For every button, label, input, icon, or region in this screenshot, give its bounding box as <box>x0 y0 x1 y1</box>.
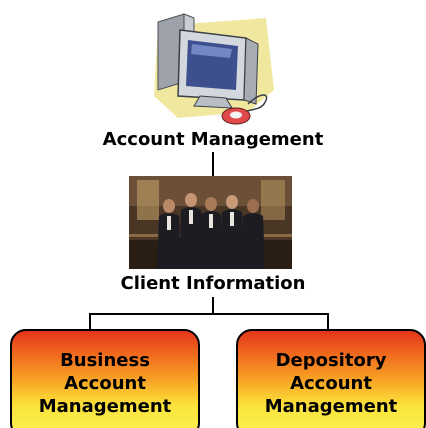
account-management-label: Account Management <box>102 129 324 150</box>
connector-line <box>89 313 91 330</box>
box-label: Depository Account Management <box>238 349 424 418</box>
connector-line <box>212 297 214 314</box>
depository-account-management-box: Depository Account Management <box>236 329 426 428</box>
connector-line <box>212 152 214 176</box>
box-label-line: Management <box>264 396 398 417</box>
business-team-photo <box>129 176 292 269</box>
box-label-line: Depository <box>275 350 387 371</box>
business-account-management-box: Business Account Management <box>10 329 200 428</box>
box-label: Business Account Management <box>12 349 198 418</box>
connector-line <box>327 313 329 330</box>
client-information-label: Client Information <box>120 273 306 294</box>
box-label-line: Business <box>60 350 150 371</box>
box-label-line: Account <box>290 373 372 394</box>
computer-icon <box>148 8 278 128</box>
box-label-line: Management <box>38 396 172 417</box>
connector-line <box>89 313 329 315</box>
box-label-line: Account <box>64 373 146 394</box>
